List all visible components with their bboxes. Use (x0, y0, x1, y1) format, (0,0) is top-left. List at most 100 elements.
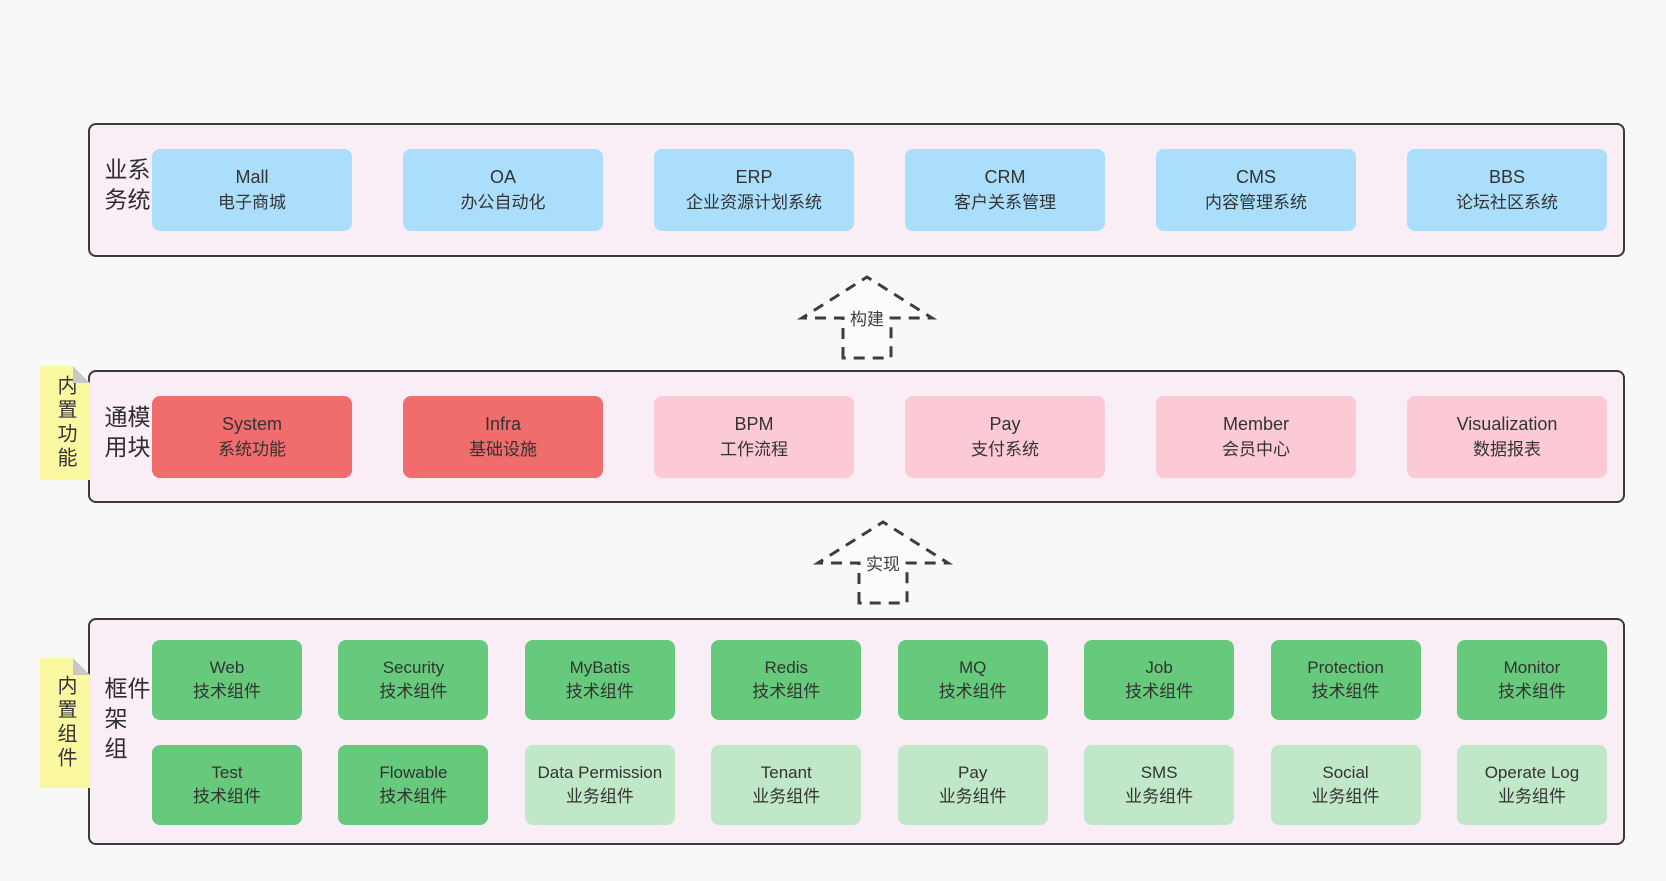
arrow-build: 构建 (797, 274, 937, 360)
diagram-box: BPM 工作流程 (654, 395, 854, 478)
diagram-box: SMS 业务组件 (1084, 745, 1235, 825)
framework-components-row-1: Web 技术组件 Security 技术组件 MyBatis 技术组件 Redi… (152, 640, 1607, 720)
band-label-business-systems: 业务系统 (101, 157, 150, 218)
diagram-box: MyBatis 技术组件 (524, 640, 675, 720)
band-framework-components: 框架组件 Web 技术组件 Security 技术组件 MyBatis 技术组件… (88, 618, 1625, 845)
diagram-box: Web 技术组件 (152, 640, 302, 720)
diagram-box: Monitor 技术组件 (1456, 640, 1607, 720)
box-subtitle: 会员中心 (1222, 439, 1290, 459)
box-subtitle: 基础设施 (469, 439, 537, 459)
box-title: Web (209, 658, 245, 677)
box-subtitle: 客户关系管理 (954, 193, 1056, 212)
diagram-box: Security 技术组件 (338, 640, 489, 720)
sticky-note-built-in-features: 内置功能 (40, 366, 90, 480)
sticky-note-text: 内置组件 (54, 675, 76, 771)
box-title: OA (489, 167, 516, 187)
band-business-systems: 业务系统 Mall 电子商城 OA 办公自动化 ERP 企业资源计划系统 CRM… (88, 123, 1625, 257)
box-title: Operate Log (1484, 763, 1580, 782)
diagram-box: Operate Log 业务组件 (1456, 745, 1607, 825)
box-title: Job (1145, 658, 1173, 677)
common-modules-row: System 系统功能 Infra 基础设施 BPM 工作流程 Pay 支付系统… (152, 372, 1607, 501)
box-title: Protection (1307, 658, 1384, 677)
diagram-box: MQ 技术组件 (897, 640, 1048, 720)
box-title: BPM (734, 413, 774, 434)
box-subtitle: 论坛社区系统 (1456, 193, 1558, 212)
diagram-box: CMS 内容管理系统 (1156, 149, 1356, 231)
box-title: Pay (958, 763, 988, 782)
diagram-box: Infra 基础设施 (403, 395, 603, 478)
box-subtitle: 业务组件 (1311, 787, 1380, 806)
diagram-box: Visualization 数据报表 (1407, 395, 1607, 478)
box-subtitle: 企业资源计划系统 (686, 193, 822, 212)
diagram-box: Test 技术组件 (152, 745, 302, 825)
box-title: CMS (1236, 167, 1276, 187)
business-systems-row: Mall 电子商城 OA 办公自动化 ERP 企业资源计划系统 CRM 客户关系… (152, 125, 1607, 255)
diagram-box: Pay 支付系统 (905, 395, 1105, 478)
box-title: System (221, 413, 282, 434)
diagram-box: Flowable 技术组件 (338, 745, 489, 825)
box-subtitle: 支付系统 (971, 439, 1039, 459)
box-title: Redis (764, 658, 808, 677)
box-subtitle: 业务组件 (938, 787, 1007, 806)
box-title: Mall (235, 167, 269, 187)
box-subtitle: 技术组件 (565, 682, 634, 701)
box-title: Social (1322, 763, 1369, 782)
diagram-box: Social 业务组件 (1270, 745, 1421, 825)
diagram-box: Mall 电子商城 (152, 149, 352, 231)
arrow-build-label: 构建 (847, 305, 887, 330)
diagram-box: Data Permission 业务组件 (524, 745, 675, 825)
box-subtitle: 内容管理系统 (1205, 193, 1307, 212)
box-title: Data Permission (537, 763, 663, 782)
box-subtitle: 技术组件 (193, 682, 261, 701)
band-label-common-modules: 通用模块 (101, 404, 150, 465)
box-title: Tenant (760, 763, 812, 782)
box-title: Pay (989, 413, 1021, 434)
box-title: BBS (1488, 167, 1526, 187)
band-label-framework-components: 框架组件 (101, 675, 150, 766)
box-subtitle: 业务组件 (565, 787, 634, 806)
box-subtitle: 技术组件 (379, 682, 448, 701)
band-common-modules: 通用模块 System 系统功能 Infra 基础设施 BPM 工作流程 Pay… (88, 370, 1625, 503)
box-title: MyBatis (569, 658, 631, 677)
box-subtitle: 业务组件 (1125, 787, 1194, 806)
diagram-box: ERP 企业资源计划系统 (654, 149, 854, 231)
box-subtitle: 技术组件 (938, 682, 1007, 701)
diagram-box: CRM 客户关系管理 (905, 149, 1105, 231)
box-subtitle: 办公自动化 (460, 193, 546, 212)
arrow-implement-label: 实现 (863, 550, 903, 575)
box-subtitle: 技术组件 (379, 787, 448, 806)
box-title: Monitor (1503, 658, 1561, 677)
box-subtitle: 业务组件 (1497, 787, 1566, 806)
box-subtitle: 技术组件 (193, 787, 261, 806)
box-title: Test (211, 763, 243, 782)
diagram-box: BBS 论坛社区系统 (1407, 149, 1607, 231)
sticky-note-text: 内置功能 (54, 375, 76, 471)
framework-components-row-2: Test 技术组件 Flowable 技术组件 Data Permission … (152, 745, 1607, 825)
diagram-box: Tenant 业务组件 (711, 745, 862, 825)
diagram-box: Redis 技术组件 (711, 640, 862, 720)
box-title: Infra (484, 413, 522, 434)
diagram-box: Member 会员中心 (1156, 395, 1356, 478)
box-title: ERP (735, 167, 773, 187)
box-subtitle: 技术组件 (1311, 682, 1380, 701)
diagram-box: Job 技术组件 (1084, 640, 1235, 720)
box-title: Flowable (379, 763, 448, 782)
box-subtitle: 技术组件 (1125, 682, 1194, 701)
box-subtitle: 电子商城 (218, 193, 286, 212)
diagram-box: OA 办公自动化 (403, 149, 603, 231)
box-title: SMS (1140, 763, 1178, 782)
diagram-box: System 系统功能 (152, 395, 352, 478)
box-subtitle: 数据报表 (1473, 439, 1541, 459)
arrow-implement: 实现 (813, 519, 953, 605)
box-subtitle: 工作流程 (720, 439, 788, 459)
box-title: Security (382, 658, 445, 677)
box-title: CRM (984, 167, 1026, 187)
box-subtitle: 技术组件 (752, 682, 821, 701)
diagram-box: Pay 业务组件 (897, 745, 1048, 825)
sticky-note-built-in-components: 内置组件 (40, 658, 90, 788)
box-subtitle: 系统功能 (218, 439, 286, 459)
box-subtitle: 业务组件 (752, 787, 821, 806)
diagram-box: Protection 技术组件 (1270, 640, 1421, 720)
box-subtitle: 技术组件 (1497, 682, 1566, 701)
box-title: Member (1222, 413, 1289, 434)
